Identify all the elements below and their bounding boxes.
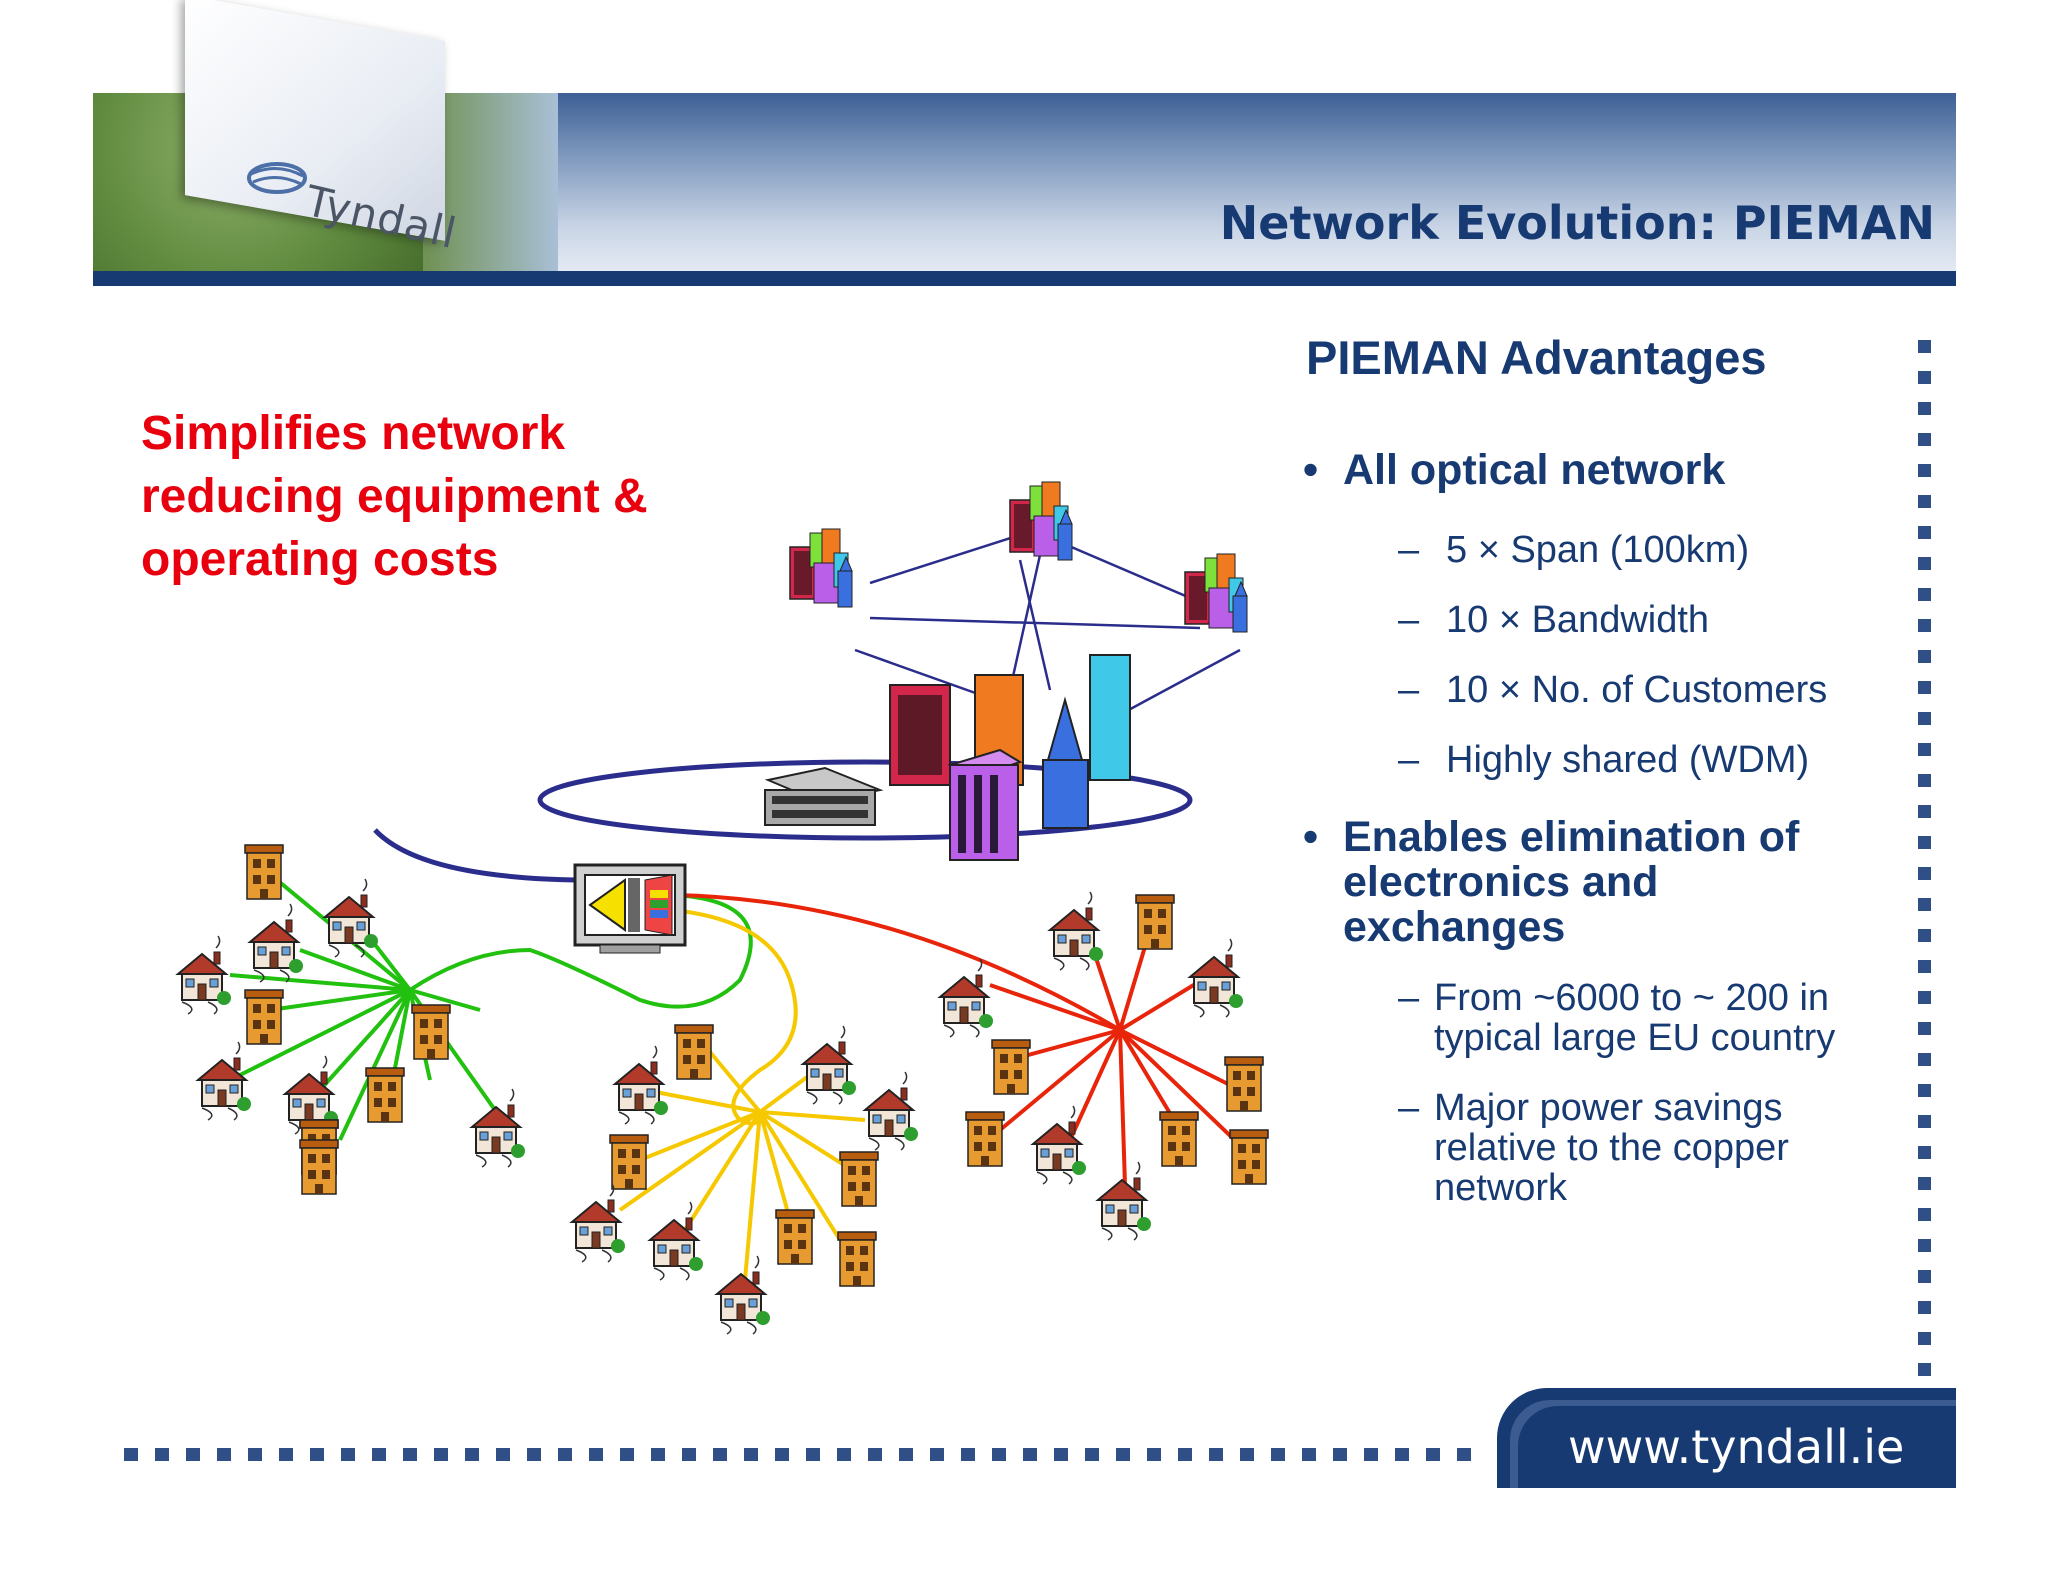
house-icon [249,903,304,983]
house-icon [1189,938,1244,1018]
footer-tab-inner [1510,1400,1956,1488]
photo-sky [423,93,558,271]
advantages-heading: PIEMAN Advantages [1306,331,1767,384]
apartment-icon [674,1024,714,1080]
sub-label: Highly shared (WDM) [1446,739,1810,781]
apartment-icon [244,844,284,900]
sub-dash: – [1398,599,1420,641]
sub-label: Major power savings relative to the copp… [1434,1088,1789,1208]
apartment-icon [837,1231,877,1287]
sub-label: 10 × No. of Customers [1446,669,1828,711]
sub-dash: – [1398,739,1420,781]
sub-dash: – [1398,669,1420,711]
apartment-icon [365,1067,405,1123]
sub-label-line: typical large EU country [1434,1017,1836,1059]
core-buildings [889,654,1131,861]
key-message-line: Simplifies network [141,407,566,460]
apartment-icon [1229,1129,1269,1185]
house-icon [614,1045,669,1125]
sub-dash: – [1398,1087,1420,1129]
key-message-line: reducing equipment & [141,470,648,523]
bullet-label-line: electronics and [1343,858,1659,906]
apartment-icon [1224,1056,1264,1112]
house-icon [802,1025,857,1105]
apartment-icon [244,989,284,1045]
bullet-label: Enables elimination of electronics and e… [1343,815,1799,950]
wdm-splitter-icon [573,863,687,954]
office-building-icon [789,528,853,608]
house-icon [177,935,232,1015]
apartment-icon [609,1134,649,1190]
house-icon [939,958,994,1038]
key-message-line: operating costs [141,533,499,586]
apartment-icon [1159,1111,1199,1167]
house-icon [864,1071,919,1151]
page-title: Network Evolution: PIEMAN [1219,196,1935,250]
office-building-icon [1184,553,1248,633]
house-icon [716,1255,771,1335]
house-icon [324,878,379,958]
apartment-icon [965,1111,1005,1167]
apartment-icon [1135,894,1175,950]
house-icon [471,1088,526,1168]
right-dotted-border [1918,340,1931,1380]
bullet-dot: • [1303,813,1319,861]
metro-ring [537,759,1193,841]
tyndall-logo-icon [247,162,307,194]
apartment-icon [839,1151,879,1207]
sub-label-line: relative to the copper [1434,1127,1789,1169]
office-building-icon [1009,481,1073,561]
metro-mesh [854,533,1241,722]
apartment-icon [299,1139,339,1195]
apartment-icon [991,1039,1031,1095]
key-message: Simplifies network reducing equipment & … [141,402,781,591]
sub-label: From ~6000 to ~ 200 in typical large EU … [1434,978,1835,1058]
sub-label-line: network [1434,1167,1568,1209]
bottom-dotted-border [124,1448,1480,1461]
footer-url[interactable]: www.tyndall.ie [1568,1420,1905,1474]
house-icon [571,1183,626,1263]
sub-dash: – [1398,529,1420,571]
header-rule [93,271,1956,286]
apartment-icon [411,1004,451,1060]
apartment-icon [775,1209,815,1265]
bullet-label-line: Enables elimination of [1343,813,1800,861]
sub-dash: – [1398,977,1420,1019]
house-icon [1049,891,1104,971]
house-icon [197,1041,252,1121]
sub-label-line: Major power savings [1434,1087,1783,1129]
sub-label: 10 × Bandwidth [1446,599,1710,641]
sub-label: 5 × Span (100km) [1446,529,1750,571]
exchange-building-icon [764,766,884,826]
sub-label-line: From ~6000 to ~ 200 in [1434,977,1830,1019]
bullet-label: All optical network [1343,446,1726,494]
bullet-dot: • [1303,446,1319,494]
bullet-label-line: exchanges [1343,903,1566,951]
